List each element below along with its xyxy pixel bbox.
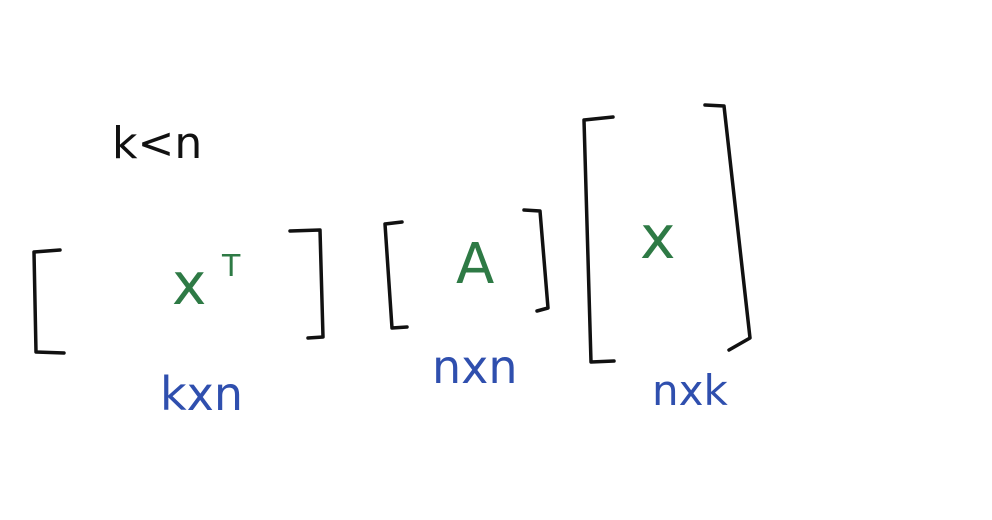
left-bracket: [582, 115, 616, 364]
left-bracket: [32, 248, 66, 355]
matrix-superscript: T: [221, 249, 241, 284]
matrix-dims: kxn: [160, 367, 243, 421]
matrix-symbol: A: [456, 232, 494, 297]
right-bracket: [288, 228, 325, 340]
right-bracket: [703, 103, 752, 352]
matrix-a: A nxn: [383, 208, 550, 394]
matrix-symbol: x: [172, 250, 206, 318]
matrix-dims: nxk: [652, 366, 728, 415]
matrix-x: x nxk: [582, 103, 752, 415]
matrix-dims: nxn: [432, 340, 518, 394]
condition-label: k<n: [112, 118, 202, 169]
matrix-symbol: x: [640, 203, 676, 273]
matrix-x-transpose: x T kxn: [32, 228, 325, 421]
right-bracket: [522, 208, 550, 313]
left-bracket: [383, 220, 409, 330]
